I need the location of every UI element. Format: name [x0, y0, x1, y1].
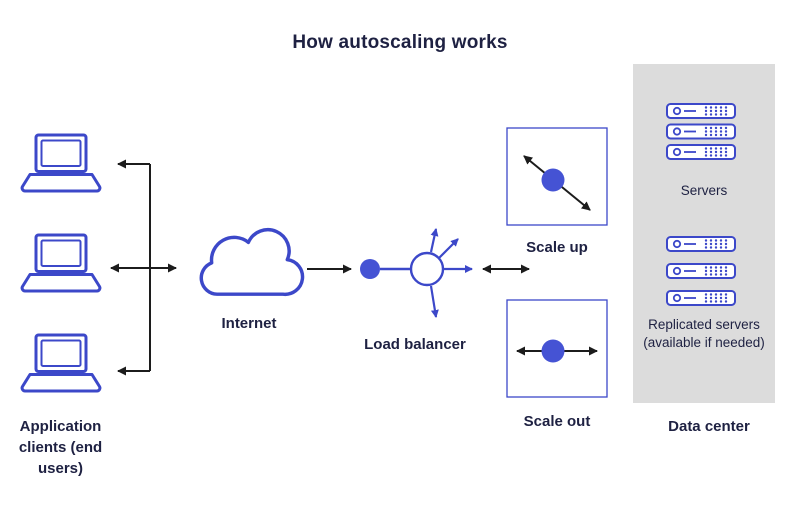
server-stack-icon	[666, 103, 736, 160]
laptop-icon	[20, 133, 102, 193]
load-balancer-icon	[360, 228, 473, 318]
scale-out-label: Scale out	[523, 413, 591, 430]
laptop-icon	[20, 333, 102, 393]
replicated-server-stack-icon	[666, 236, 736, 306]
servers-label: Servers	[680, 183, 728, 198]
server-icon	[666, 144, 736, 160]
server-icon	[666, 123, 736, 140]
replicated-servers-label: Replicated servers (available if needed)	[643, 317, 765, 351]
server-icon	[666, 263, 736, 279]
page-title: How autoscaling works	[292, 32, 508, 53]
scale-up-box	[506, 127, 608, 226]
data-center-panel	[633, 64, 775, 403]
scale-up-dot	[541, 168, 565, 192]
application-clients-label: Application clients (end users)	[18, 418, 103, 477]
data-center-label: Data center	[668, 418, 750, 435]
scale-out-dot	[541, 339, 565, 363]
internet-label: Internet	[221, 315, 277, 332]
load-balancer-label: Load balancer	[364, 336, 466, 353]
scale-out-box	[506, 299, 608, 398]
server-icon	[666, 290, 736, 306]
server-icon	[666, 103, 736, 119]
laptop-icon	[20, 233, 102, 293]
cloud-icon	[199, 228, 305, 297]
scale-up-label: Scale up	[526, 239, 588, 256]
server-icon	[666, 236, 736, 252]
